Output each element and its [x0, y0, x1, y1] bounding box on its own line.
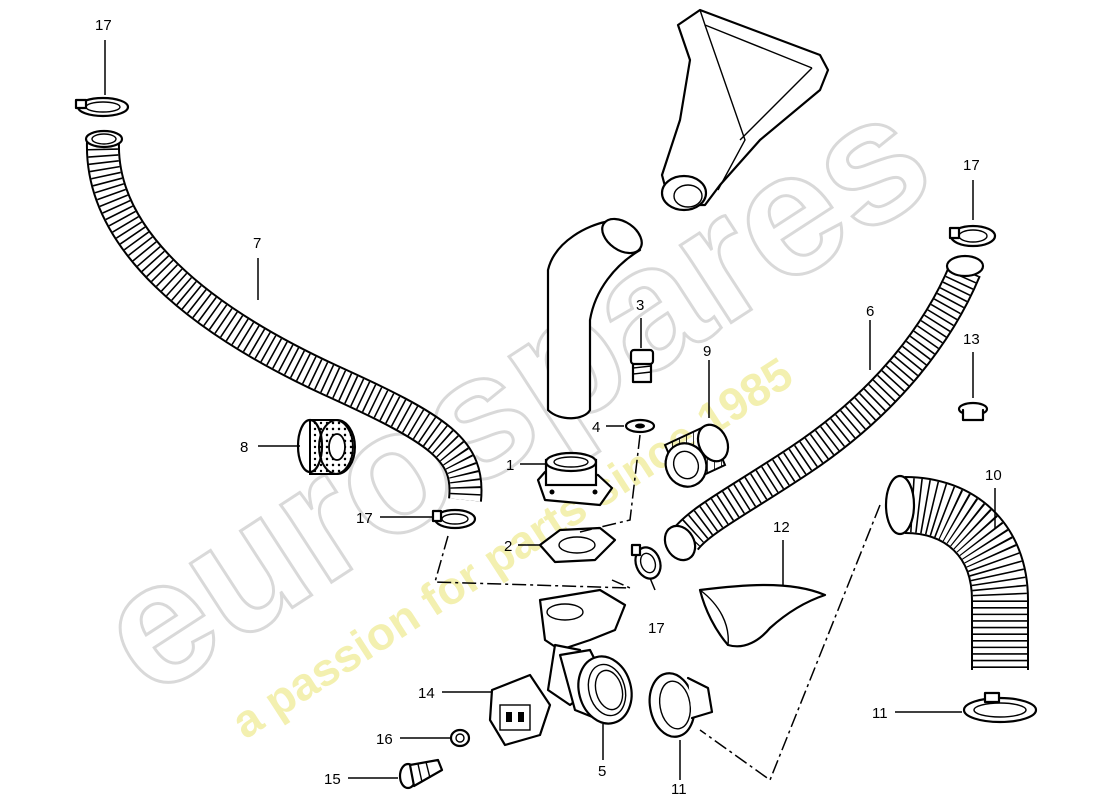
- part-air-duct: [660, 8, 830, 212]
- callout-11-middle: 11: [671, 781, 687, 798]
- watermark: eurospares a passion for parts since 198…: [63, 53, 964, 748]
- part-clamp-11-right: [962, 691, 1038, 724]
- part-gasket-2: [538, 526, 617, 564]
- callout-3: 3: [636, 297, 644, 314]
- part-clamp-11-middle: [648, 672, 714, 738]
- callout-17-top-left: 17: [95, 17, 112, 34]
- callout-4: 4: [592, 419, 600, 436]
- callout-10: 10: [985, 467, 1002, 484]
- callout-16: 16: [376, 731, 393, 748]
- part-clamp-17-lower: [630, 543, 662, 580]
- part-hose-7: [84, 129, 483, 502]
- part-sensor-14: [488, 673, 552, 747]
- part-hose-elbow-10: [884, 474, 1029, 670]
- callout-12: 12: [773, 519, 790, 536]
- watermark-brand: eurospares: [64, 54, 962, 731]
- callout-11-right: 11: [872, 705, 888, 722]
- part-grommet-8: [296, 418, 356, 475]
- part-clamp-17-middle: [431, 508, 477, 530]
- callout-labels: 17 7 8 17 3 4 1 9 2 6 17 13 10 12 17 14 …: [95, 17, 1002, 798]
- callout-14: 14: [418, 685, 435, 702]
- part-plug-13: [957, 401, 989, 422]
- callout-17-middle: 17: [356, 510, 373, 527]
- part-hose-6: [663, 254, 985, 562]
- callout-7: 7: [253, 235, 261, 252]
- leader-lines: [104, 40, 996, 782]
- callout-8: 8: [240, 439, 248, 456]
- part-oring-16: [449, 728, 471, 748]
- callout-13: 13: [963, 331, 980, 348]
- callout-6: 6: [866, 303, 874, 320]
- callout-17-lower: 17: [648, 620, 665, 637]
- callout-5: 5: [598, 763, 606, 780]
- part-bolt-3: [629, 348, 655, 384]
- callout-17-right: 17: [963, 157, 980, 174]
- part-washer-4: [624, 418, 656, 434]
- callout-9: 9: [703, 343, 711, 360]
- part-clamp-17-top-left: [74, 96, 130, 118]
- callout-1: 1: [506, 457, 514, 474]
- part-sleeve-9: [663, 423, 730, 488]
- part-shroud-12: [698, 583, 827, 648]
- callout-2: 2: [504, 538, 512, 555]
- part-housing-5: [538, 588, 633, 725]
- part-elbow-tube: [546, 217, 643, 420]
- part-clamp-17-right: [948, 224, 997, 248]
- callout-15: 15: [324, 771, 341, 788]
- part-screw-15: [398, 758, 444, 790]
- part-flange-1: [536, 451, 614, 507]
